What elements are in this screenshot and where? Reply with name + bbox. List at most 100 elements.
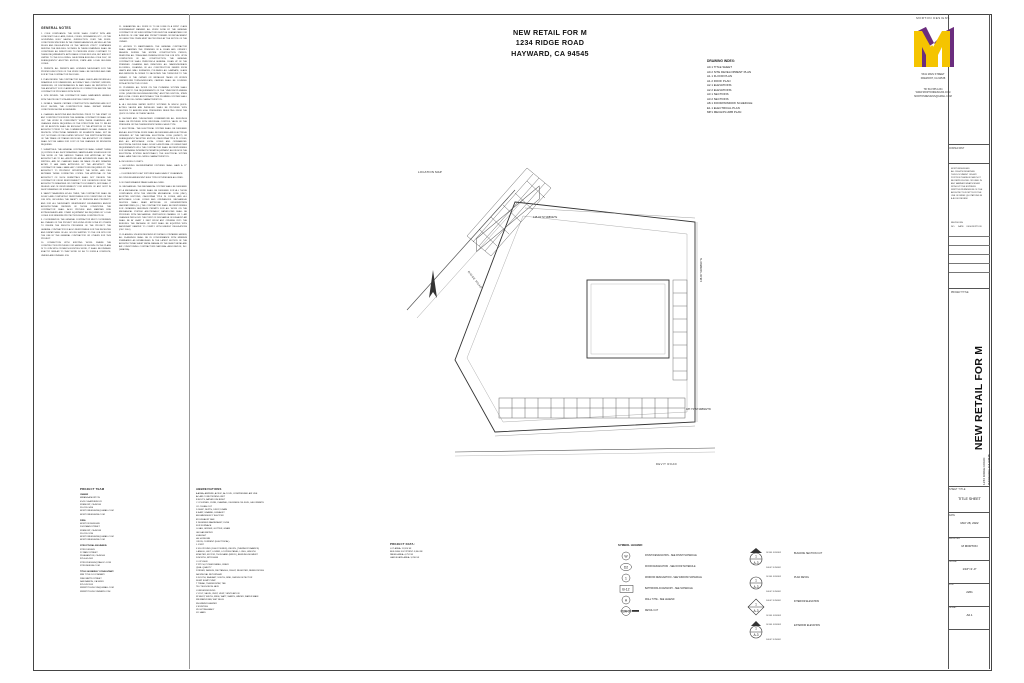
abbreviations-block: ABBREVIATIONS A AREA, AMPERE, ACIDIC, AL… <box>196 487 321 616</box>
field-value[interactable]: 1/16"=1'-0" <box>962 567 977 571</box>
drawing-index-item[interactable]: A8.1 DOOR/WINDOW SCHEDULE <box>707 101 753 106</box>
north-arrow-icon <box>424 268 442 302</box>
abbreviation-item: I IRON, CURRENT (ELECTRICAL) <box>196 541 230 544</box>
general-note-paragraph: 6. CHANGES: ADDITIONS AND REVISIONS: PRI… <box>41 113 111 147</box>
dim-right-value: 148.00' <box>700 273 703 282</box>
general-note-paragraph: 10. CONNECTION WITH EXISTING WORK: WHERE… <box>41 242 111 257</box>
titleblock-field-date: DATE MAY 28, 2022 <box>949 515 990 525</box>
svg-text:A: A <box>625 598 628 602</box>
abbreviation-item: WH WATER HEATER <box>196 602 217 605</box>
team-detail-line: 925.444.4101 <box>80 558 94 561</box>
abbreviation-item: A AREA, AMPERE, ACIDIC, ALCOVE, COMPRESS… <box>196 492 258 495</box>
team-detail-line: MIRANDA MORTON <box>80 497 100 500</box>
drawing-index-item[interactable]: A2.2 ELEVATIONS <box>707 87 732 92</box>
general-notes-column-1: GENERAL NOTES 1. CODE COMPLIANCE: THE WO… <box>41 26 111 259</box>
symbol-legend-label: DOOR DESIGNATION - SEE DOOR SCHEDULE <box>645 565 696 568</box>
dim-bottom-value: 187.73' <box>686 408 695 411</box>
general-note-paragraph: B. SHOWER AND TUB-SHOWER COMBINATIONS AL… <box>119 117 187 126</box>
abbreviation-item: XO HAND <box>196 612 206 615</box>
field-value[interactable]: M MORTON <box>961 544 978 548</box>
titleblock-divider <box>949 629 990 630</box>
abbreviation-item: W WEST, WIDTH, WIDE, WATT, WASTE, WATER,… <box>196 596 259 599</box>
general-note-paragraph: 1. CODE COMPLIANCE: THE WORK SHALL COMPL… <box>41 32 111 66</box>
revision-row[interactable] <box>949 272 990 273</box>
project-title-vertical: NEW RETAIL FOR M 1234 RIDGE ROAD HAYWARD… <box>949 300 991 500</box>
svg-text:W: W <box>624 554 628 558</box>
svg-text:A-3: A-3 <box>754 561 759 565</box>
general-note-paragraph: 8. SAFETY MEASURES: AT ALL TIMES, THE CO… <box>41 193 111 217</box>
firm-email[interactable]: MORTONDESIGNS@GMAIL.COM <box>914 94 952 98</box>
svg-text:A-3: A-3 <box>754 633 759 637</box>
sheet-title-label: SHEET TITLE <box>949 489 966 491</box>
revision-row[interactable] <box>949 236 990 237</box>
drawing-index-item[interactable]: A0.2 SITE DEVELOPMENT PLAN <box>707 69 752 74</box>
abbreviation-item: FUR FURNACE <box>196 525 212 528</box>
drawing-index-item[interactable]: A1.1 FLOOR PLAN <box>707 74 733 79</box>
revision-row[interactable] <box>949 263 990 264</box>
location-map-label: LOCATION MAP <box>418 170 443 174</box>
drawing-index-item[interactable]: A1.2 ROOF PLAN <box>707 78 731 83</box>
general-note-paragraph: 7. SUBMITTALS: THE GENERAL CONTRACTOR SH… <box>41 148 111 191</box>
team-group-title: TITLE 24 ENERGY CONSULTANT: <box>80 571 115 574</box>
drawing-index-item[interactable]: E1.1 ELECTRICAL PLAN <box>707 105 740 110</box>
general-note-paragraph: C. ELECTRICAL: THE ELECTRICAL SYSTEM SHA… <box>119 128 187 158</box>
drawing-index-item[interactable]: A3.2 SECTIONS <box>707 96 729 101</box>
abbreviation-item: WB WATER BIB, WET BULB <box>196 599 224 602</box>
firm-website[interactable]: WWW.MORTONDESIGNS.COM <box>915 91 951 95</box>
symbol-legend-heading: SYMBOL LEGEND <box>618 543 643 547</box>
symbol-oval-icon: D2 <box>618 562 640 572</box>
titleblock-divider <box>949 537 990 538</box>
revision-row[interactable] <box>949 245 990 246</box>
copyright-line: BE REPRODUCED OR USED IN <box>951 180 982 183</box>
team-detail-line: 4543 CLEARVIEW DR <box>80 500 102 503</box>
drawing-index-item[interactable]: A3.1 SECTIONS <box>707 92 729 97</box>
team-detail-line: STRUCDESIGN@YAHOO.COM <box>80 561 111 564</box>
general-note-paragraph: 13. PLUMBING: ALL WORK ON THE PLUMBING S… <box>119 87 187 102</box>
revision-row[interactable] <box>949 254 990 255</box>
abbreviation-item: O OXYGEN <box>196 560 208 563</box>
field-label: DATE <box>949 515 955 517</box>
general-note-paragraph: 4. SITE REVIEW: THE CONTRACTOR SHALL FAM… <box>41 95 111 101</box>
revisions-block: REVISIONS NO. DATE DESCRIPTION <box>951 222 989 228</box>
field-value[interactable]: MAY 28, 2022 <box>960 521 979 525</box>
symbol-circle-icon: A <box>618 595 640 605</box>
rev-col-desc: DESCRIPTION <box>966 225 982 228</box>
project-data-item: BUILDING FOOTPRINT: 3,864 SF <box>390 550 423 553</box>
drawing-index-item[interactable]: A0.1 TITLE SHEET <box>707 65 733 70</box>
field-label: SCALE <box>949 561 957 563</box>
abbreviation-item: EB EMERGENCY SHUTOFF <box>196 515 224 518</box>
rp-div-3 <box>949 288 990 289</box>
field-value[interactable]: A0.1 <box>966 613 973 617</box>
svg-text:SHEET NUMBER: SHEET NUMBER <box>766 591 782 593</box>
svg-text:SHEET NUMBER: SHEET NUMBER <box>766 600 782 602</box>
symbol-rect-icon: B-12 <box>618 584 640 594</box>
general-note-paragraph: 5. DETAILS: WHERE CERTAIN CONSTRUCTION F… <box>41 103 111 112</box>
project-address-2: HAYWARD, CA 94545 <box>987 454 991 485</box>
drawing-index-heading: DRAWING INDEX: <box>707 59 736 63</box>
field-value[interactable]: 2261 <box>966 590 973 594</box>
svg-text:B-12: B-12 <box>622 587 629 591</box>
project-data-item: PAVED AREA: 4,752 SF <box>390 554 414 557</box>
bearing-bottom-value: S71D8922"W <box>695 408 711 411</box>
drawing-index-item[interactable]: MP1 MECH/PLUMB PLAN <box>707 110 742 115</box>
drawing-index-item[interactable]: A2.1 ELEVATIONS <box>707 83 732 88</box>
firm-contact: TIF 510.555.1234 WWW.MORTONDESIGNS.COM M… <box>880 88 986 99</box>
sheet-border <box>33 14 992 671</box>
abbreviation-item: V VOLT, VALVE, VENT, VENT, VENTILATION <box>196 592 240 595</box>
general-note-paragraph: 3. PLAN REVIEW: THE CONTRACTOR SHALL CHE… <box>41 78 111 93</box>
abbreviation-item: AC AIR CONDITIONING UNIT <box>196 495 226 498</box>
titleblock-divider <box>949 606 990 607</box>
symbol-legend-row: D2 DOOR DESIGNATION - SEE DOOR SCHEDULE <box>618 561 702 572</box>
